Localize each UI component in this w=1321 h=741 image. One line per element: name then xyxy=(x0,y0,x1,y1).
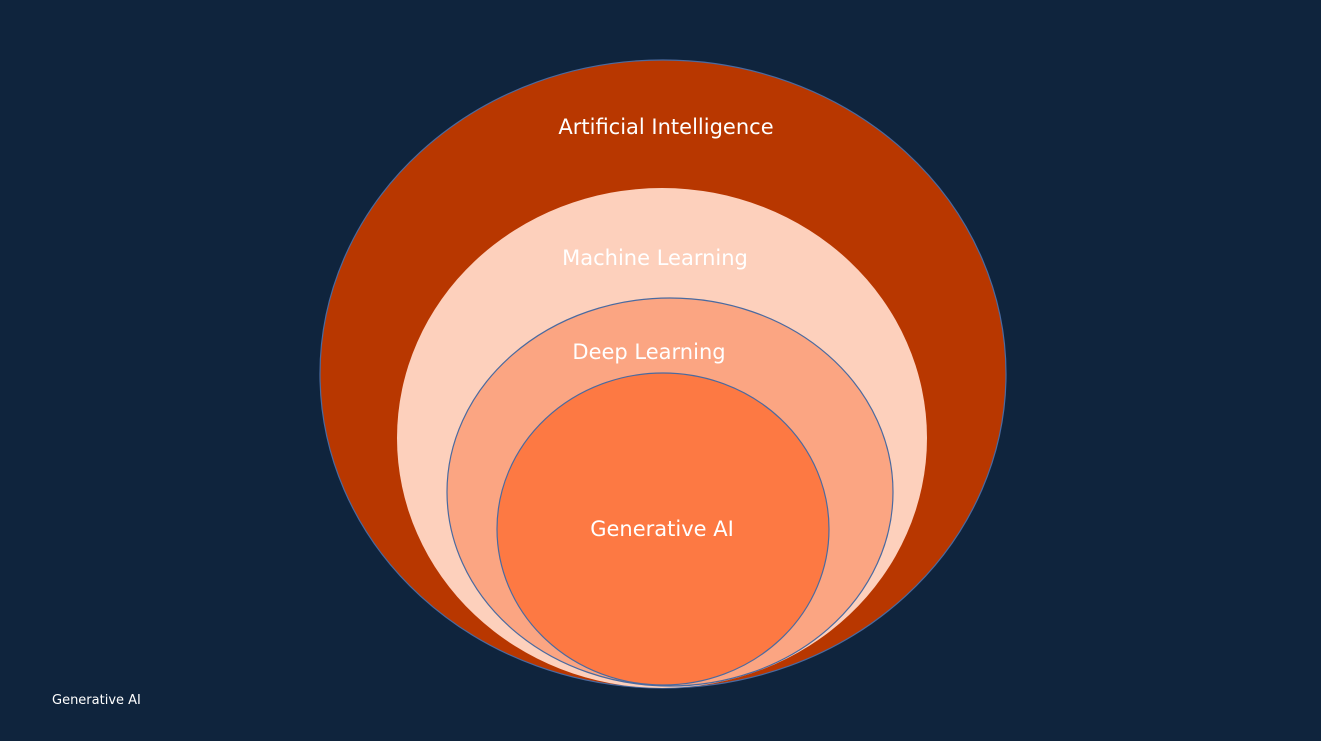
label-generative-ai: Generative AI xyxy=(590,517,734,541)
ellipse-generative-ai xyxy=(496,372,830,686)
footer-text: Generative AI xyxy=(52,693,141,708)
label-machine-learning: Machine Learning xyxy=(562,246,748,270)
label-deep-learning: Deep Learning xyxy=(572,340,725,364)
label-artificial-intelligence: Artificial Intelligence xyxy=(558,115,773,139)
